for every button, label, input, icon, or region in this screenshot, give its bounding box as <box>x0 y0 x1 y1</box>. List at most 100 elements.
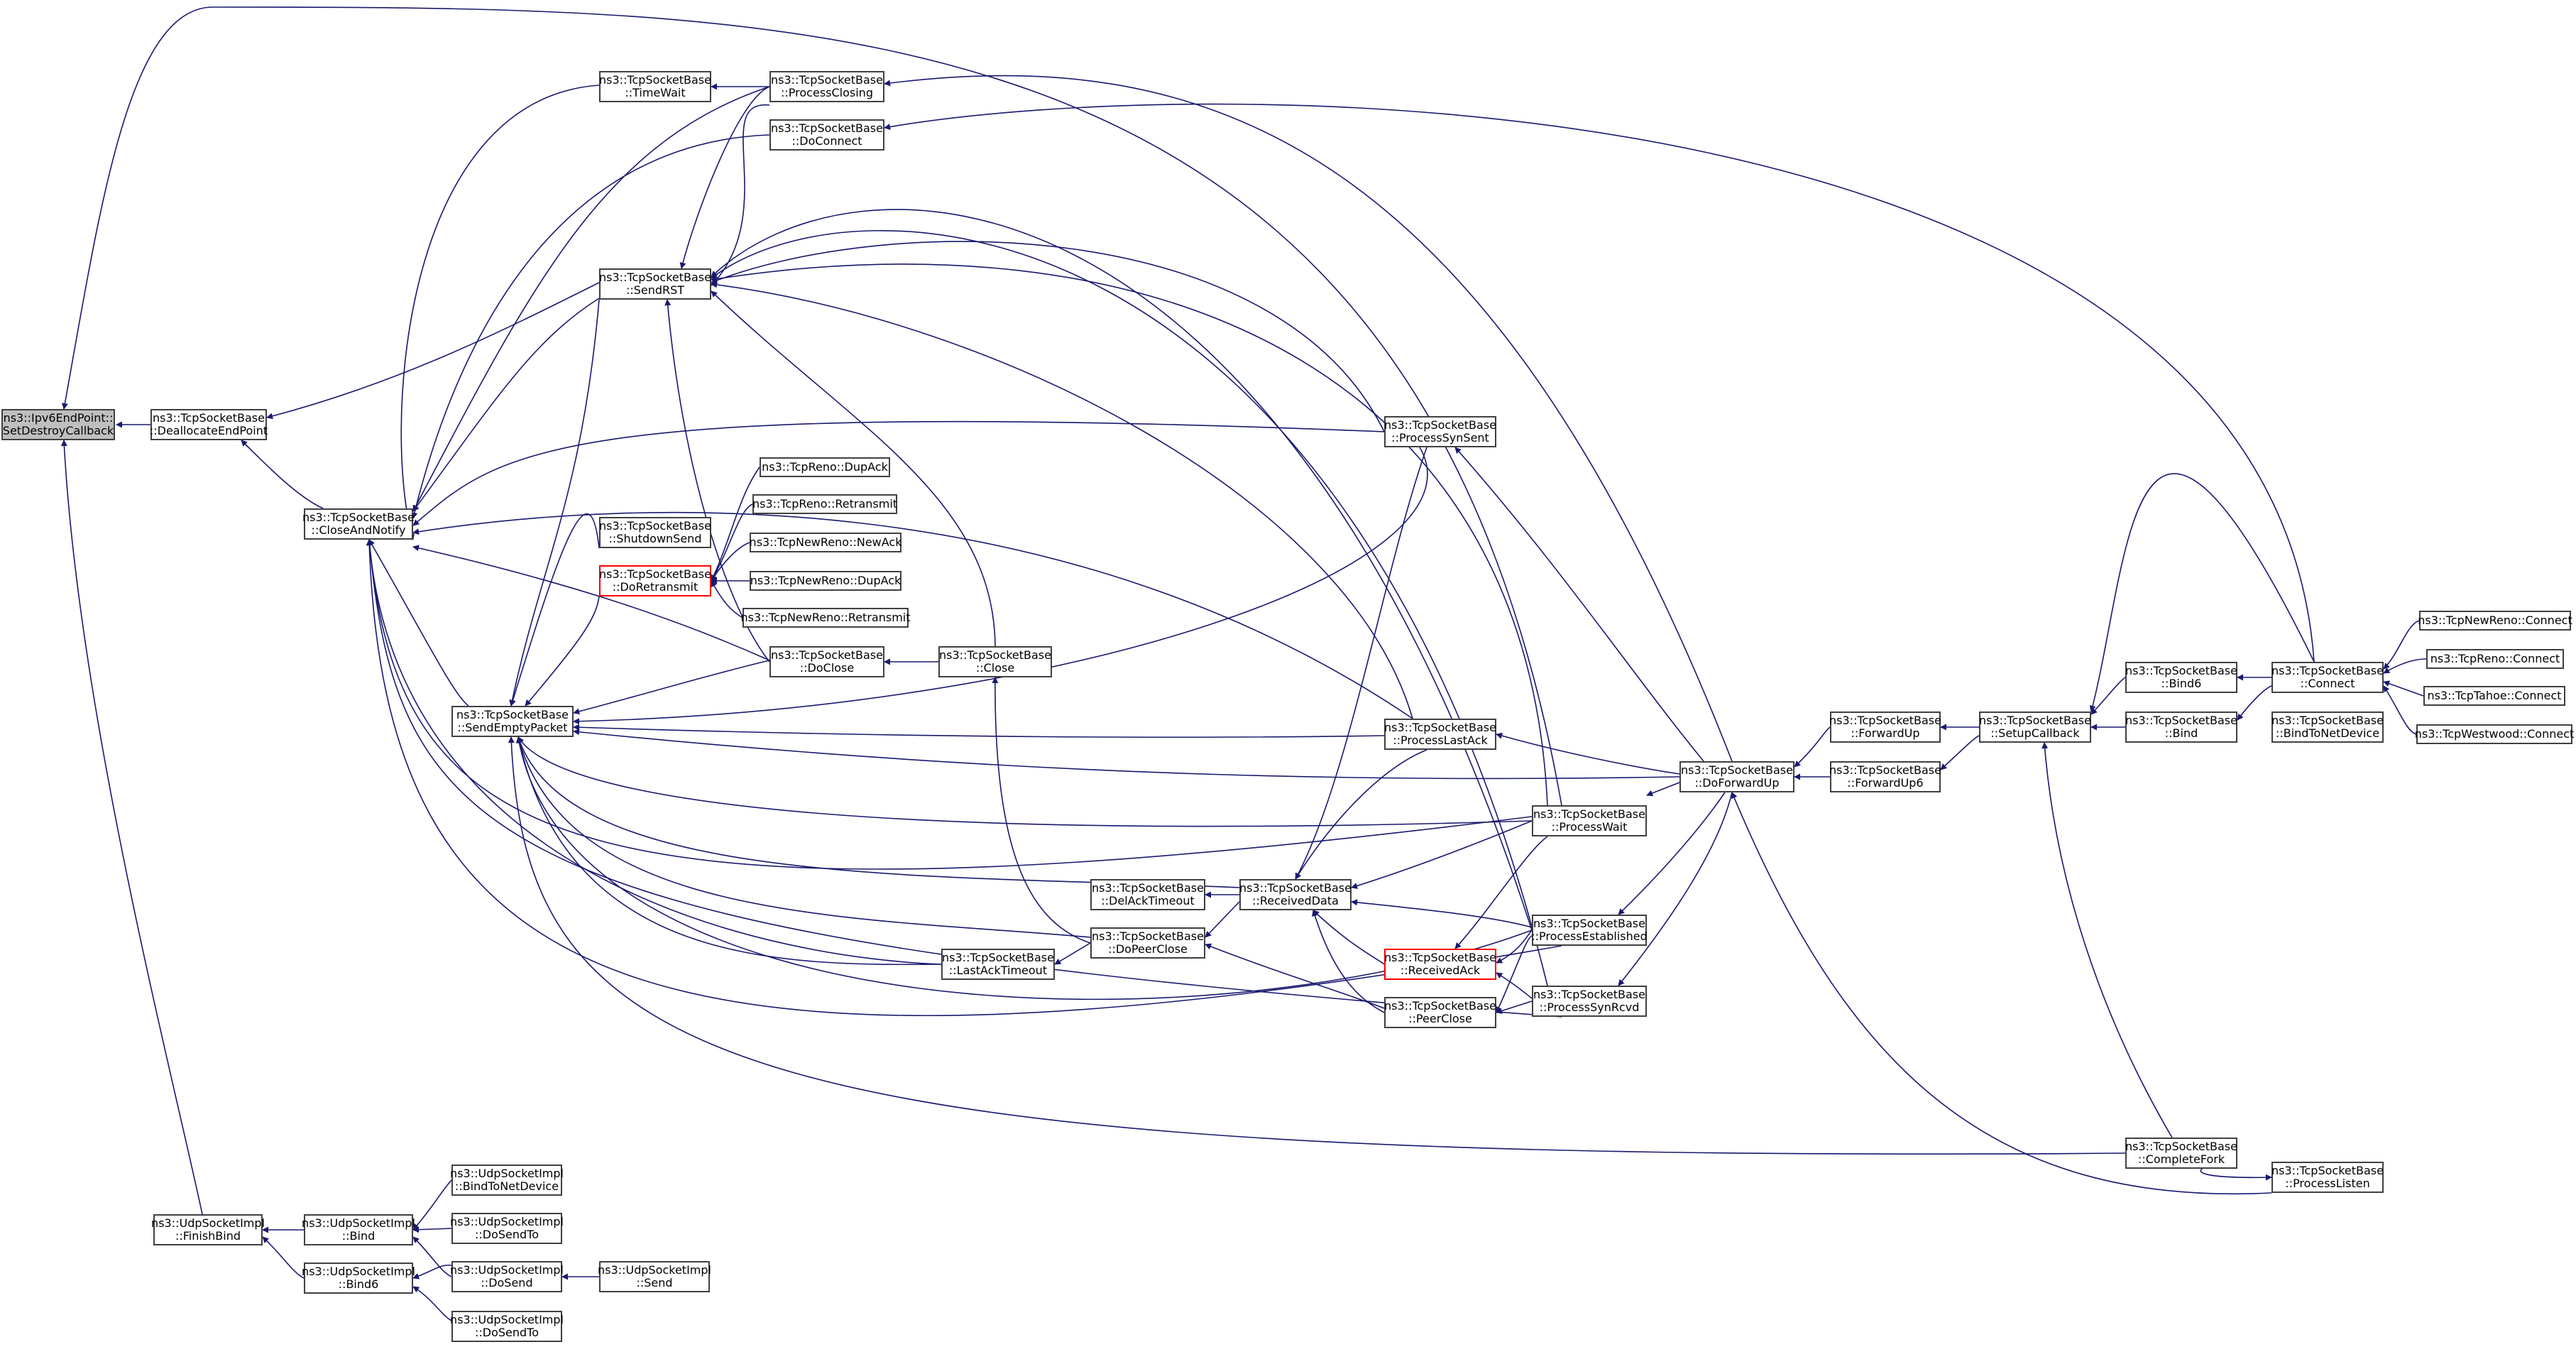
call-edge <box>412 511 1413 719</box>
node-deallocate-endpoint[interactable]: ns3::TcpSocketBase::DeallocateEndPoint <box>150 409 268 440</box>
node-process-syn-rcvd[interactable]: ns3::TcpSocketBase::ProcessSynRcvd <box>1532 986 1647 1017</box>
call-edge <box>2383 658 2427 674</box>
call-edge <box>573 660 770 715</box>
node-udp-bindtonetdevice[interactable]: ns3::UdpSocketImpl::BindToNetDevice <box>450 1165 564 1196</box>
node-received-ack[interactable]: ns3::TcpSocketBase::ReceivedAck <box>1384 949 1496 980</box>
call-edge <box>1496 1000 1533 1014</box>
node-tcp-bind6[interactable]: ns3::TcpSocketBase::Bind6 <box>2125 662 2237 693</box>
node-udp-dosendto-b[interactable]: ns3::UdpSocketImpl::DoSendTo <box>450 1311 564 1342</box>
node-tcpreno-dupack[interactable]: ns3::TcpReno::DupAck <box>760 457 890 477</box>
call-edge <box>1618 792 1733 986</box>
node-label-line2: ::DoPeerClose <box>1108 942 1188 956</box>
node-forward-up6[interactable]: ns3::TcpSocketBase::ForwardUp6 <box>1829 761 1941 792</box>
node-del-ack-timeout[interactable]: ns3::TcpSocketBase::DelAckTimeout <box>1090 879 1205 910</box>
node-do-forward-up[interactable]: ns3::TcpSocketBase::DoForwardUp <box>1679 761 1794 792</box>
node-tcpreno-retransmit[interactable]: ns3::TcpReno::Retransmit <box>752 494 897 514</box>
node-label-line2: ::Send <box>636 1276 673 1289</box>
node-do-connect[interactable]: ns3::TcpSocketBase::DoConnect <box>769 119 884 151</box>
node-process-syn-sent[interactable]: ns3::TcpSocketBase::ProcessSynSent <box>1384 416 1496 447</box>
node-do-retransmit[interactable]: ns3::TcpSocketBase::DoRetransmit <box>599 565 711 596</box>
call-edge <box>400 84 600 540</box>
node-complete-fork[interactable]: ns3::TcpSocketBase::CompleteFork <box>2125 1138 2237 1169</box>
node-tcptahoe-connect[interactable]: ns3::TcpTahoe::Connect <box>2423 686 2565 706</box>
node-label-line2: ::CompleteFork <box>2137 1152 2225 1166</box>
call-edge <box>711 104 770 286</box>
node-close-and-notify[interactable]: ns3::TcpSocketBase::CloseAndNotify <box>302 508 415 540</box>
node-label-line1: ns3::TcpSocketBase <box>1533 917 1645 930</box>
node-label: ns3::TcpReno::Retransmit <box>752 497 898 511</box>
call-edge <box>2237 685 2272 721</box>
call-edge <box>266 282 600 420</box>
node-label-line1: ns3::TcpSocketBase <box>939 648 1051 662</box>
node-label-line1: ns3::TcpSocketBase <box>456 708 569 721</box>
node-label-line2: ::ReceivedAck <box>1400 964 1481 977</box>
node-send-rst[interactable]: ns3::TcpSocketBase::SendRST <box>599 268 711 300</box>
node-send-empty-packet[interactable]: ns3::TcpSocketBase::SendEmptyPacket <box>451 706 574 737</box>
node-label-line2: ::ForwardUp <box>1851 726 1920 740</box>
node-label-line2: ::ProcessClosing <box>781 86 873 99</box>
node-label: ns3::TcpReno::Connect <box>2430 652 2560 665</box>
node-process-established[interactable]: ns3::TcpSocketBase::ProcessEstablished <box>1531 915 1648 946</box>
node-udp-dosendto-a[interactable]: ns3::UdpSocketImpl::DoSendTo <box>450 1213 564 1244</box>
call-edge <box>517 736 1533 827</box>
node-label-line2: ::ProcessLastAck <box>1393 734 1488 747</box>
call-edge <box>1940 735 1980 770</box>
node-label-line1: ns3::TcpSocketBase <box>153 411 265 425</box>
node-tcpreno-connect[interactable]: ns3::TcpReno::Connect <box>2426 649 2564 669</box>
call-edge <box>525 596 600 707</box>
call-edge <box>366 539 1533 870</box>
node-peer-close[interactable]: ns3::TcpSocketBase::PeerClose <box>1384 997 1496 1028</box>
call-edge <box>412 86 770 512</box>
node-shutdown-send[interactable]: ns3::TcpSocketBase::ShutdownSend <box>599 517 711 548</box>
node-setup-callback[interactable]: ns3::TcpSocketBase::SetupCallback <box>1979 711 2091 743</box>
node-time-wait[interactable]: ns3::TcpSocketBase::TimeWait <box>599 71 711 102</box>
node-label-line2: ::SetupCallback <box>1990 726 2080 740</box>
node-tcpnewreno-connect[interactable]: ns3::TcpNewReno::Connect <box>2418 611 2572 631</box>
call-edge <box>711 263 1548 806</box>
node-label: ns3::TcpNewReno::DupAck <box>750 574 901 587</box>
node-process-wait[interactable]: ns3::TcpSocketBase::ProcessWait <box>1532 805 1647 836</box>
node-process-listen[interactable]: ns3::TcpSocketBase::ProcessListen <box>2271 1162 2384 1193</box>
node-label-line1: ns3::TcpSocketBase <box>599 519 711 533</box>
node-tcpnewreno-newack[interactable]: ns3::TcpNewReno::NewAck <box>750 533 901 552</box>
node-last-ack-timeout[interactable]: ns3::TcpSocketBase::LastAckTimeout <box>941 949 1055 980</box>
node-process-closing[interactable]: ns3::TcpSocketBase::ProcessClosing <box>769 71 884 102</box>
node-tcpnewreno-retransmit[interactable]: ns3::TcpNewReno::Retransmit <box>741 608 911 628</box>
node-tcpnewreno-dupack[interactable]: ns3::TcpNewReno::DupAck <box>750 571 901 591</box>
node-label-line1: ns3::TcpSocketBase <box>1384 721 1496 734</box>
call-edge <box>262 1236 305 1279</box>
call-edge <box>508 736 2126 1155</box>
node-label-line1: ns3::TcpSocketBase <box>1092 929 1204 943</box>
node-forward-up[interactable]: ns3::TcpSocketBase::ForwardUp <box>1829 711 1941 743</box>
node-label-line1: ns3::TcpSocketBase <box>1092 881 1204 895</box>
node-process-last-ack[interactable]: ns3::TcpSocketBase::ProcessLastAck <box>1384 719 1496 750</box>
node-close[interactable]: ns3::TcpSocketBase::Close <box>938 646 1052 677</box>
node-udp-finishbind[interactable]: ns3::UdpSocketImpl::FinishBind <box>151 1214 265 1245</box>
node-udp-dosend[interactable]: ns3::UdpSocketImpl::DoSend <box>450 1261 564 1292</box>
call-edge <box>1295 749 1427 880</box>
node-label: ns3::TcpTahoe::Connect <box>2427 689 2562 702</box>
node-bind-to-net-device[interactable]: ns3::TcpSocketBase::BindToNetDevice <box>2271 711 2384 743</box>
node-label-line2: ::CloseAndNotify <box>311 523 406 537</box>
call-edge <box>1054 942 1091 965</box>
node-label-line1: ns3::TcpSocketBase <box>771 73 883 87</box>
node-label-line2: ::Close <box>975 661 1015 675</box>
node-connect[interactable]: ns3::TcpSocketBase::Connect <box>2271 662 2384 693</box>
node-label-line2: ::LastAckTimeout <box>948 964 1048 977</box>
node-label-line1: ns3::TcpSocketBase <box>1384 418 1496 432</box>
node-label: ns3::TcpNewReno::NewAck <box>749 535 902 549</box>
node-do-peer-close[interactable]: ns3::TcpSocketBase::DoPeerClose <box>1090 927 1205 959</box>
node-do-close[interactable]: ns3::TcpSocketBase::DoClose <box>769 646 884 677</box>
node-udp-bind[interactable]: ns3::UdpSocketImpl::Bind <box>302 1214 415 1245</box>
node-udp-send[interactable]: ns3::UdpSocketImpl::Send <box>598 1261 711 1292</box>
node-tcpwestwood-connect[interactable]: ns3::TcpWestwood::Connect <box>2415 724 2574 744</box>
node-label-line1: ns3::TcpSocketBase <box>2271 714 2384 727</box>
node-udp-bind6[interactable]: ns3::UdpSocketImpl::Bind6 <box>302 1263 415 1294</box>
call-edge <box>412 420 1385 526</box>
node-label: ns3::TcpReno::DupAck <box>762 460 888 474</box>
node-label-line2: ::ProcessListen <box>2285 1177 2370 1190</box>
node-tcp-bind[interactable]: ns3::TcpSocketBase::Bind <box>2125 711 2237 743</box>
call-edge <box>2090 677 2126 715</box>
node-ipv6endpoint-setdestroycallback[interactable]: ns3::Ipv6EndPoint::SetDestroyCallback <box>1 409 115 440</box>
node-received-data[interactable]: ns3::TcpSocketBase::ReceivedData <box>1239 879 1352 910</box>
